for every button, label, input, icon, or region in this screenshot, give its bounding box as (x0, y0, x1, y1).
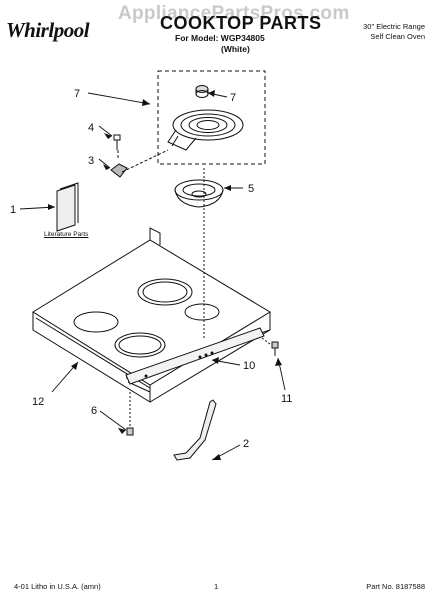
screw-part-4 (113, 134, 121, 150)
leader-arrowheads (48, 90, 282, 460)
callout-6: 6 (91, 405, 97, 417)
footer-part-number: Part No. 8187588 (366, 582, 425, 591)
model-color: (White) (221, 44, 250, 54)
drip-bowl (174, 179, 224, 208)
screw-part-6 (126, 392, 134, 436)
callout-5: 5 (248, 183, 254, 195)
callout-3: 3 (88, 155, 94, 167)
front-trim (125, 327, 265, 385)
footer-page-number: 1 (214, 582, 219, 591)
callout-10: 10 (243, 360, 255, 372)
terminal-block (110, 163, 128, 178)
footer-litho: 4-01 Litho in U.S.A. (amn) (14, 582, 101, 591)
product-line-1: 30" Electric Range (363, 22, 425, 31)
watermark: AppliancePartsPros.com (118, 3, 350, 24)
literature-booklet (56, 182, 79, 232)
brand-logo: Whirlpool (6, 18, 90, 42)
mounting-bracket (173, 399, 217, 461)
callout-11: 11 (281, 393, 292, 405)
callout-2: 2 (243, 438, 249, 450)
surface-element-coil (167, 109, 244, 151)
screw-part-11 (271, 341, 279, 356)
element-group-box (157, 70, 266, 165)
callout-9: 7 (230, 92, 236, 104)
callout-1: 1 (10, 204, 16, 216)
literature-parts-label: Literature Parts (44, 231, 89, 238)
callout-4: 4 (88, 122, 94, 134)
model-number: For Model: WGP34805 (175, 33, 265, 43)
leader-lines (19, 92, 286, 461)
product-line-2: Self Clean Oven (370, 32, 425, 41)
page-title: COOKTOP PARTS (160, 13, 322, 33)
callout-12: 12 (32, 396, 44, 408)
callout-7: 7 (74, 88, 80, 100)
